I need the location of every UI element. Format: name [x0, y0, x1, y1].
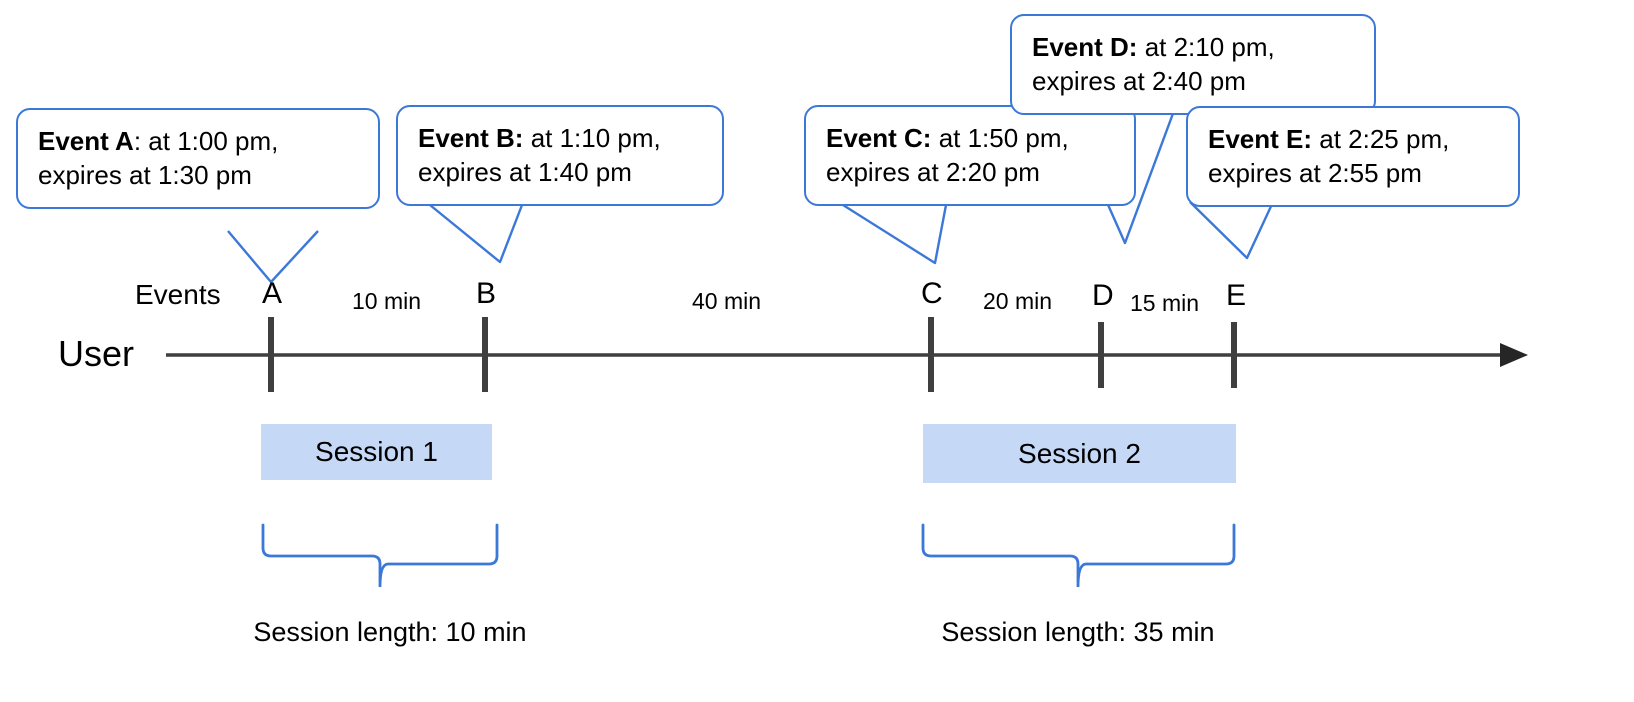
session-1-length-label: Session length: 10 min: [253, 617, 527, 647]
callout-event-e[interactable]: Event E: at 2:25 pm, expires at 2:55 pm: [1186, 106, 1520, 207]
session-1-label: Session 1: [315, 436, 438, 467]
callout-b-strong: Event B:: [418, 123, 524, 153]
row-label-events: Events: [135, 279, 221, 310]
gap-label-bc: 40 min: [692, 288, 762, 314]
callout-b-line2: expires at 1:40 pm: [418, 157, 632, 188]
callout-tail-E: [1189, 201, 1275, 260]
callout-c-line1-rest: at 1:50 pm,: [931, 123, 1069, 153]
gap-label-ab: 10 min: [352, 288, 422, 314]
callout-c-strong: Event C:: [826, 123, 932, 153]
timeline-axis: [166, 343, 1528, 367]
node-label-b: B: [476, 277, 497, 310]
axis-ticks: [268, 317, 1237, 392]
callout-event-a[interactable]: Event A: at 1:00 pm, expires at 1:30 pm: [16, 108, 380, 209]
callout-c-line2: expires at 2:20 pm: [826, 157, 1040, 188]
session-2-label: Session 2: [1018, 437, 1141, 469]
callout-tail-B: [429, 204, 524, 264]
callout-tail-C: [842, 203, 948, 265]
session-box-2[interactable]: Session 2: [923, 424, 1236, 483]
session-2-length-label: Session length: 35 min: [941, 617, 1215, 647]
callout-a-strong: Event A: [38, 126, 134, 156]
session-box-1[interactable]: Session 1: [261, 424, 492, 480]
callout-event-c[interactable]: Event C: at 1:50 pm, expires at 2:20 pm: [804, 105, 1136, 206]
callout-tail-A: [227, 230, 319, 284]
callout-e-strong: Event E:: [1208, 124, 1313, 154]
callout-a-line2: expires at 1:30 pm: [38, 160, 252, 191]
callout-e-line2: expires at 2:55 pm: [1208, 158, 1422, 189]
gap-label-cd: 20 min: [983, 288, 1053, 314]
callout-a-line1-rest: : at 1:00 pm,: [133, 126, 279, 156]
axis-arrow-icon: [1500, 343, 1528, 367]
callout-d-strong: Event D:: [1032, 32, 1138, 62]
callout-e-line1-rest: at 2:25 pm,: [1312, 124, 1450, 154]
brace-session-2: [921, 523, 1236, 588]
callout-b-line1-rest: at 1:10 pm,: [523, 123, 661, 153]
node-label-a: A: [262, 277, 283, 310]
callout-event-d[interactable]: Event D: at 2:10 pm, expires at 2:40 pm: [1010, 14, 1376, 115]
node-label-d: D: [1092, 279, 1114, 312]
gap-label-de: 15 min: [1130, 290, 1200, 316]
brace-session-1: [261, 523, 499, 588]
callout-d-line1-rest: at 2:10 pm,: [1137, 32, 1275, 62]
row-label-user: User: [58, 333, 135, 374]
node-label-c: C: [921, 277, 943, 310]
callout-d-line2: expires at 2:40 pm: [1032, 66, 1246, 97]
callout-event-b[interactable]: Event B: at 1:10 pm, expires at 1:40 pm: [396, 105, 724, 206]
node-label-e: E: [1226, 279, 1247, 312]
